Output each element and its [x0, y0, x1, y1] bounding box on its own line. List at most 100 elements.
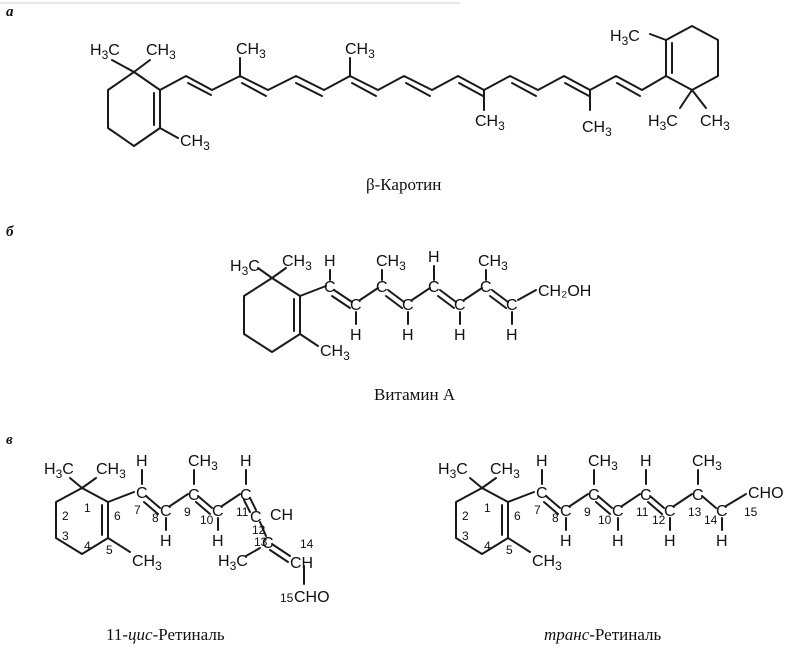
atom-label: CHO [748, 485, 784, 502]
atom-label: H [136, 453, 148, 470]
atom-label: CH3 [475, 113, 505, 133]
atom-label: CHO [294, 589, 330, 606]
locant-number: 12 [252, 523, 266, 537]
atom-label: C [350, 297, 362, 314]
panel-label-c: в [6, 432, 13, 448]
atom-label: C [664, 503, 676, 520]
panel-label-b: б [6, 224, 14, 240]
atom-label: C [536, 485, 548, 502]
caption-trans-retinal: транс-Ретиналь [544, 625, 662, 644]
locant-number: 9 [584, 505, 591, 519]
atom-label: H3C [230, 258, 260, 278]
atom-label: CH3 [532, 553, 562, 573]
atom-label: CH3 [236, 41, 266, 61]
locant-number: 9 [184, 505, 191, 519]
locant-number: 1 [484, 501, 491, 515]
atom-label: H3C [438, 461, 468, 481]
panel-label-a: а [6, 4, 14, 20]
atom-label: C [160, 503, 172, 520]
atom-label: H [506, 327, 518, 344]
atom-label: CH3 [345, 41, 375, 61]
atom-label: C [716, 503, 728, 520]
atom-label: C [240, 487, 252, 504]
atom-label: H3C [610, 28, 640, 48]
caption-beta-carotene: β-Каротин [366, 175, 441, 194]
locant-number: 4 [84, 539, 91, 553]
locant-number: 10 [200, 513, 214, 527]
atom-label: CH3 [132, 553, 162, 573]
cis-retinal-structure [55, 469, 305, 585]
locant-number: 3 [62, 529, 69, 543]
locant-number: 3 [462, 529, 469, 543]
locant-number: 8 [552, 511, 559, 525]
atom-label: H [640, 453, 652, 470]
atom-label: CH3 [588, 453, 618, 473]
locant-number: 5 [106, 543, 113, 557]
atom-label: C [188, 487, 200, 504]
atom-label: H [612, 533, 624, 550]
locant-number: 11 [236, 505, 249, 519]
atom-label: H [428, 249, 440, 266]
caption-vitamin-a: Витамин А [374, 385, 456, 404]
locant-number: 4 [484, 539, 491, 553]
atom-label: CH3 [180, 133, 210, 153]
locant-number: 14 [300, 537, 314, 551]
vitamin-a-structure [243, 265, 537, 353]
atom-label: CH₂OH [538, 283, 591, 300]
atom-label: C [640, 487, 652, 504]
atom-label: C [376, 279, 388, 296]
locant-number: 8 [152, 511, 159, 525]
locant-number: 15 [744, 505, 758, 519]
locant-number: 13 [254, 535, 268, 549]
atom-label: C [454, 297, 466, 314]
atom-label: H3C [44, 461, 74, 481]
atom-label: CH3 [188, 453, 218, 473]
atom-label: CH3 [320, 343, 350, 363]
atom-label: C [560, 503, 572, 520]
locant-number: 5 [506, 543, 513, 557]
atom-label: C [136, 485, 148, 502]
atom-label: C [250, 509, 262, 526]
locant-number: 2 [462, 509, 469, 523]
atom-label: H3C [648, 113, 678, 133]
atom-label: H3C [90, 42, 120, 62]
atom-label: H [716, 533, 728, 550]
locant-number: 6 [514, 509, 521, 523]
atom-label: C [588, 487, 600, 504]
atom-label: CH3 [146, 42, 176, 62]
locant-number: 14 [704, 513, 718, 527]
atom-label: H [536, 453, 548, 470]
locant-number: 12 [652, 513, 666, 527]
locant-number: 11 [636, 505, 649, 519]
trans-retinal-structure [455, 469, 747, 555]
atom-label: CH3 [282, 253, 312, 273]
locant-number: 1 [84, 501, 91, 515]
atom-label: C [428, 279, 440, 296]
atom-label: CH3 [700, 113, 730, 133]
locant-number: 6 [114, 509, 121, 523]
atom-label: H [664, 533, 676, 550]
atom-label: C [692, 487, 704, 504]
atom-label: C [506, 297, 518, 314]
atom-label: H [324, 253, 336, 270]
atom-label: H [560, 533, 572, 550]
locant-number: 13 [688, 505, 702, 519]
beta-carotene-structure [107, 25, 719, 147]
atom-label: CH3 [582, 119, 612, 139]
atom-label: CH3 [692, 453, 722, 473]
atom-label: H [402, 327, 414, 344]
atom-label: C [480, 279, 492, 296]
caption-cis-retinal: 11-цис-Ретиналь [106, 625, 225, 644]
atom-label: CH3 [478, 253, 508, 273]
atom-label: CH3 [376, 253, 406, 273]
atom-label: C [212, 503, 224, 520]
atom-label: C [324, 279, 336, 296]
atom-label: CH [290, 555, 313, 572]
atom-label: H [454, 327, 466, 344]
locant-number: 10 [598, 513, 612, 527]
atom-label: C [612, 503, 624, 520]
atom-label: CH3 [490, 461, 520, 481]
atom-label: H [240, 453, 252, 470]
